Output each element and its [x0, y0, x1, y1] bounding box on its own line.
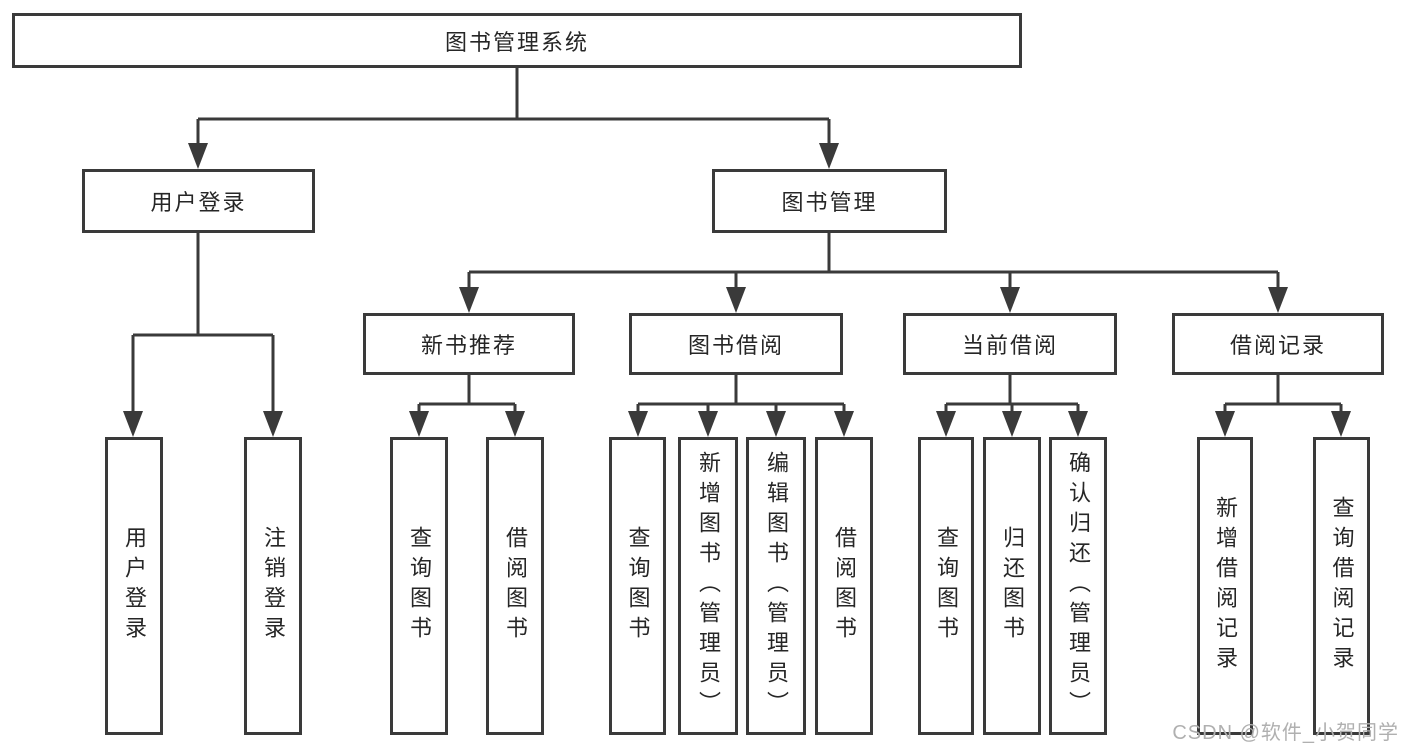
- leaf-bb-add-books-admin-label: 新增图书（管理员）: [696, 451, 721, 721]
- csdn-watermark: CSDN @软件_小贺同学: [1172, 722, 1399, 744]
- node-book-borrowing: 图书借阅: [629, 313, 843, 375]
- leaf-cb-return-books-label: 归还图书: [1000, 526, 1025, 646]
- leaf-user-login: 用户登录: [105, 437, 163, 735]
- leaf-logout-label: 注销登录: [261, 526, 286, 646]
- leaf-rec-query-books: 查询图书: [390, 437, 448, 735]
- leaf-rec-query-books-label: 查询图书: [407, 526, 432, 646]
- leaf-bb-borrow-books: 借阅图书: [815, 437, 873, 735]
- leaf-user-login-label: 用户登录: [122, 526, 147, 646]
- leaf-br-add-record: 新增借阅记录: [1197, 437, 1253, 735]
- leaf-cb-query-books: 查询图书: [918, 437, 974, 735]
- leaf-br-add-record-label: 新增借阅记录: [1213, 496, 1238, 676]
- node-book-borrowing-label: 图书借阅: [687, 333, 784, 358]
- leaf-bb-query-books: 查询图书: [609, 437, 666, 735]
- leaf-bb-edit-books-admin: 编辑图书（管理员）: [746, 437, 806, 735]
- node-new-book-recommend: 新书推荐: [363, 313, 575, 375]
- leaf-rec-borrow-books: 借阅图书: [486, 437, 544, 735]
- leaf-cb-confirm-return-admin-label: 确认归还（管理员）: [1066, 451, 1091, 721]
- node-borrowing-records: 借阅记录: [1172, 313, 1384, 375]
- node-book-management-label: 图书管理: [781, 190, 878, 215]
- leaf-br-query-record: 查询借阅记录: [1313, 437, 1370, 735]
- node-current-borrowing-label: 当前借阅: [961, 333, 1058, 358]
- node-root-label: 图书管理系统: [444, 29, 589, 55]
- leaf-cb-query-books-label: 查询图书: [934, 526, 959, 646]
- leaf-logout: 注销登录: [244, 437, 302, 735]
- node-borrowing-records-label: 借阅记录: [1229, 333, 1326, 358]
- node-user-login: 用户登录: [82, 169, 315, 233]
- leaf-bb-add-books-admin: 新增图书（管理员）: [678, 437, 738, 735]
- node-book-management: 图书管理: [712, 169, 947, 233]
- leaf-cb-confirm-return-admin: 确认归还（管理员）: [1049, 437, 1107, 735]
- node-user-login-label: 用户登录: [150, 190, 247, 215]
- node-current-borrowing: 当前借阅: [903, 313, 1117, 375]
- leaf-bb-query-books-label: 查询图书: [625, 526, 651, 646]
- node-new-book-recommend-label: 新书推荐: [420, 333, 517, 358]
- node-root: 图书管理系统: [12, 13, 1022, 68]
- leaf-br-query-record-label: 查询借阅记录: [1329, 496, 1355, 676]
- leaf-bb-edit-books-admin-label: 编辑图书（管理员）: [764, 451, 789, 721]
- leaf-cb-return-books: 归还图书: [983, 437, 1041, 735]
- leaf-rec-borrow-books-label: 借阅图书: [503, 526, 528, 646]
- leaf-bb-borrow-books-label: 借阅图书: [832, 526, 857, 646]
